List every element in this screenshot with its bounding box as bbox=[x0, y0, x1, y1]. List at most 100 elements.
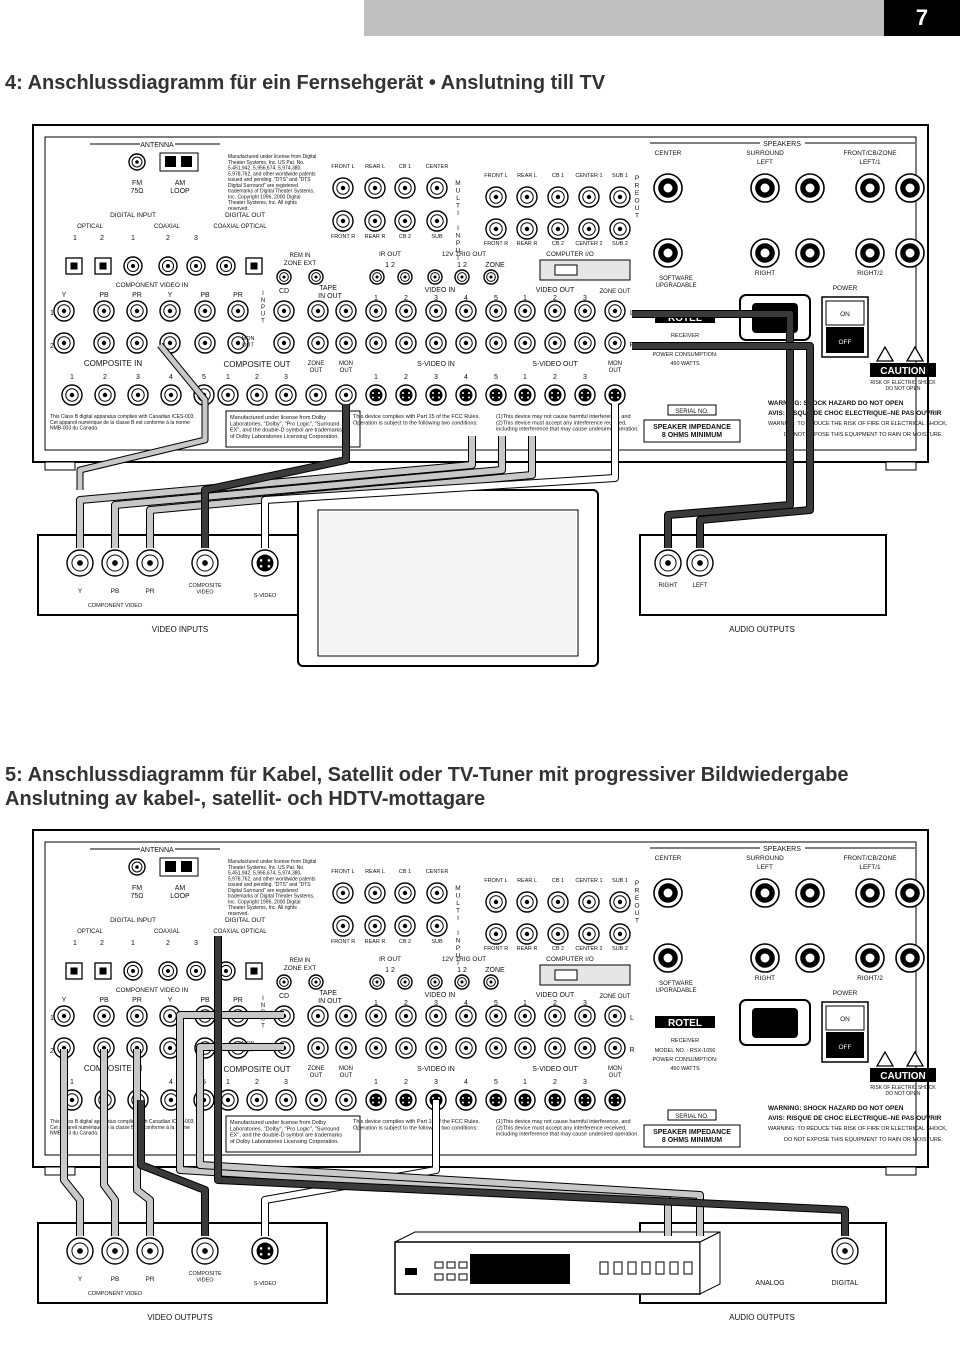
composite-in-number: 3 bbox=[136, 374, 140, 381]
multi-input-label: CB 1 bbox=[399, 869, 411, 875]
digital-out-label: DIGITAL OUT bbox=[225, 917, 265, 924]
optical-inner bbox=[70, 967, 78, 975]
rca-jack-pin bbox=[402, 890, 408, 896]
speaker-binding-post bbox=[795, 878, 825, 908]
svideo-mon-out-jack bbox=[604, 1089, 626, 1111]
svideo-pin bbox=[378, 396, 380, 399]
svideo-pin bbox=[521, 396, 523, 399]
rca-jack-pin bbox=[314, 275, 318, 279]
rca-jack-pin bbox=[586, 226, 592, 232]
speaker-right-label: RIGHT bbox=[755, 270, 775, 277]
svideo-pin bbox=[527, 392, 529, 394]
component-video-in-label: COMPONENT VIDEO IN bbox=[116, 282, 189, 289]
svideo-pin bbox=[432, 1097, 434, 1099]
optical-inner bbox=[99, 262, 107, 270]
audio-input-jack bbox=[335, 300, 357, 322]
composite-input-jack bbox=[94, 384, 116, 406]
rca-jack-pin bbox=[112, 1248, 118, 1254]
digital-input-number: 1 bbox=[73, 940, 77, 947]
mon-out-jack bbox=[335, 384, 357, 406]
svideo-input-jack bbox=[485, 384, 507, 406]
component-col-label: PR bbox=[132, 997, 142, 1004]
serial-label: SERIAL NO. bbox=[675, 1114, 709, 1120]
mini-jack bbox=[427, 974, 443, 990]
rca-jack-pin bbox=[254, 1097, 260, 1103]
rca-jack-pin bbox=[402, 923, 408, 929]
dolby-box bbox=[225, 1115, 361, 1153]
svideo-pin bbox=[378, 1097, 380, 1099]
optical-input-2 bbox=[94, 962, 112, 980]
binding-post-core bbox=[760, 953, 770, 963]
tuner-display bbox=[470, 1254, 570, 1284]
composite-out-number: 1 bbox=[226, 374, 230, 381]
trig-out-label: 12V TRIG OUT bbox=[442, 251, 486, 258]
svideo-pin bbox=[408, 1097, 410, 1099]
tape-label: TAPE bbox=[319, 990, 337, 997]
rca-jack-pin bbox=[463, 1045, 469, 1051]
component-cable-y bbox=[77, 436, 475, 548]
ac-inlet-socket bbox=[752, 1008, 798, 1038]
speaker-binding-post bbox=[750, 878, 780, 908]
speaker-binding-post bbox=[653, 238, 683, 268]
rca-jack-pin bbox=[282, 980, 286, 984]
svideo-pin bbox=[468, 1101, 470, 1104]
component-col-label: PR bbox=[233, 292, 243, 299]
rca-jack-pin bbox=[552, 1013, 558, 1019]
audio-cable-left bbox=[632, 343, 813, 548]
cables bbox=[60, 310, 849, 1236]
rca-jack-pin bbox=[343, 1013, 349, 1019]
composite-out-number: 2 bbox=[255, 374, 259, 381]
video-input-jack bbox=[395, 332, 417, 354]
composite-out-jack bbox=[246, 384, 268, 406]
mini-jack bbox=[454, 974, 470, 990]
speaker-surround-label: SURROUND bbox=[746, 855, 784, 862]
multi-input-jack bbox=[394, 882, 416, 904]
rem-in-label: REM IN bbox=[290, 958, 311, 964]
svideo-pin bbox=[402, 396, 404, 399]
rca-jack-pin bbox=[493, 1013, 499, 1019]
binding-post-core bbox=[663, 183, 673, 193]
svideo-pin bbox=[551, 392, 553, 394]
rca-jack-pin bbox=[403, 308, 409, 314]
rca-jack-pin bbox=[555, 194, 561, 200]
fm-antenna-jack bbox=[128, 858, 146, 876]
component-input-jack bbox=[159, 300, 181, 322]
rca-jack-pin bbox=[167, 1013, 173, 1019]
speaker-binding-post bbox=[855, 943, 885, 973]
multi-input-label: CENTER bbox=[426, 164, 449, 170]
rca-jack-pin bbox=[403, 275, 407, 279]
optical-input-1 bbox=[65, 257, 83, 275]
rca-jack-pin bbox=[375, 980, 379, 984]
rca-jack-pin bbox=[582, 1013, 588, 1019]
video-input-jack bbox=[455, 300, 477, 322]
rca-jack-pin bbox=[522, 308, 528, 314]
svideo-pin bbox=[267, 564, 271, 568]
rca-jack-pin bbox=[194, 969, 198, 973]
component-input-jack bbox=[126, 300, 148, 322]
video-out-jack bbox=[514, 332, 536, 354]
rca-jack-pin bbox=[460, 275, 464, 279]
section-4-title: 4: Anschlussdiagramm für ein Fernsehgerä… bbox=[5, 72, 606, 94]
serial-box bbox=[667, 404, 717, 416]
antenna-label: ANTENNA bbox=[140, 847, 174, 854]
binding-post-core bbox=[663, 888, 673, 898]
pre-out-jack bbox=[485, 186, 507, 208]
multi-input-jack bbox=[364, 915, 386, 937]
svideo-inner bbox=[578, 1093, 592, 1107]
optical-input-2 bbox=[94, 257, 112, 275]
composite-input-jack bbox=[127, 384, 149, 406]
pre-out-label: CENTER 2 bbox=[575, 241, 602, 247]
composite-in-number: 2 bbox=[103, 374, 107, 381]
component-jack-pr bbox=[136, 1237, 164, 1265]
mini-jack bbox=[276, 974, 292, 990]
component-input-jack bbox=[126, 1005, 148, 1027]
digital-out-coaxial bbox=[216, 256, 236, 276]
multi-input-label: REAR L bbox=[365, 869, 385, 875]
video-out-label: VIDEO OUT bbox=[536, 992, 575, 999]
